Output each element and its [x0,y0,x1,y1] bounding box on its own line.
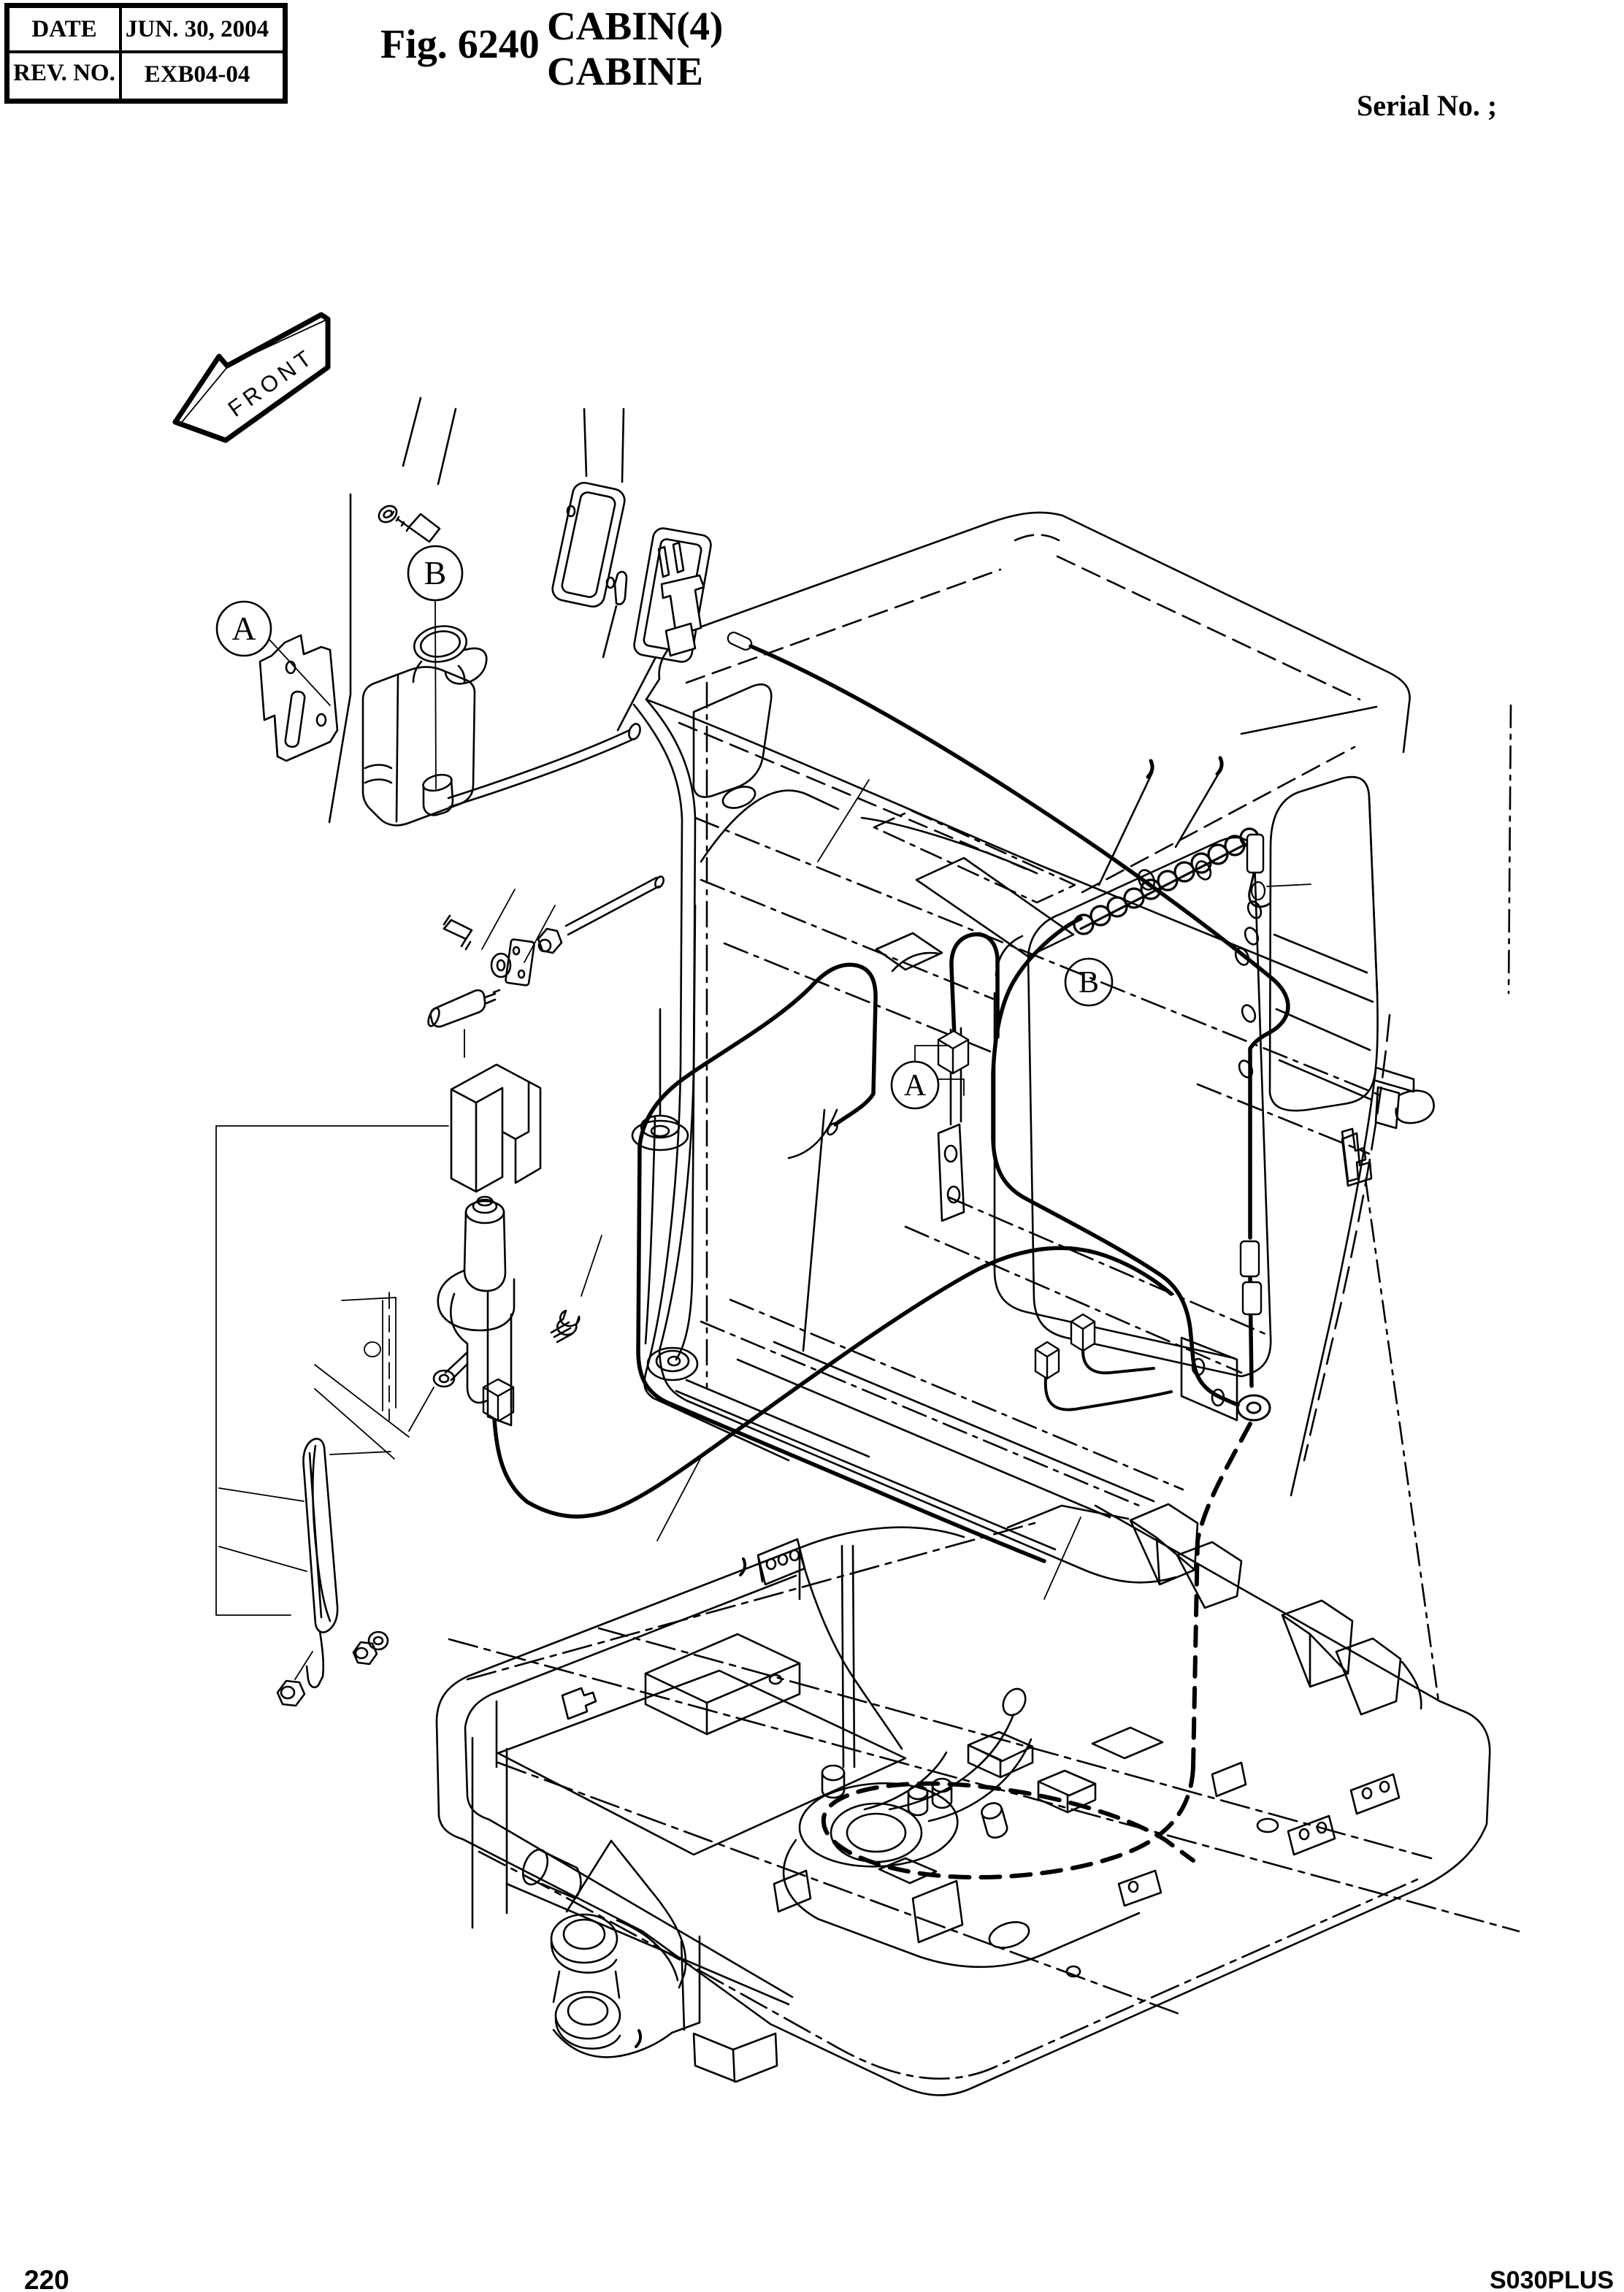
svg-text:A: A [231,610,256,647]
svg-text:B: B [424,554,447,591]
svg-text:B: B [1079,966,1099,1000]
svg-text:A: A [904,1069,927,1103]
